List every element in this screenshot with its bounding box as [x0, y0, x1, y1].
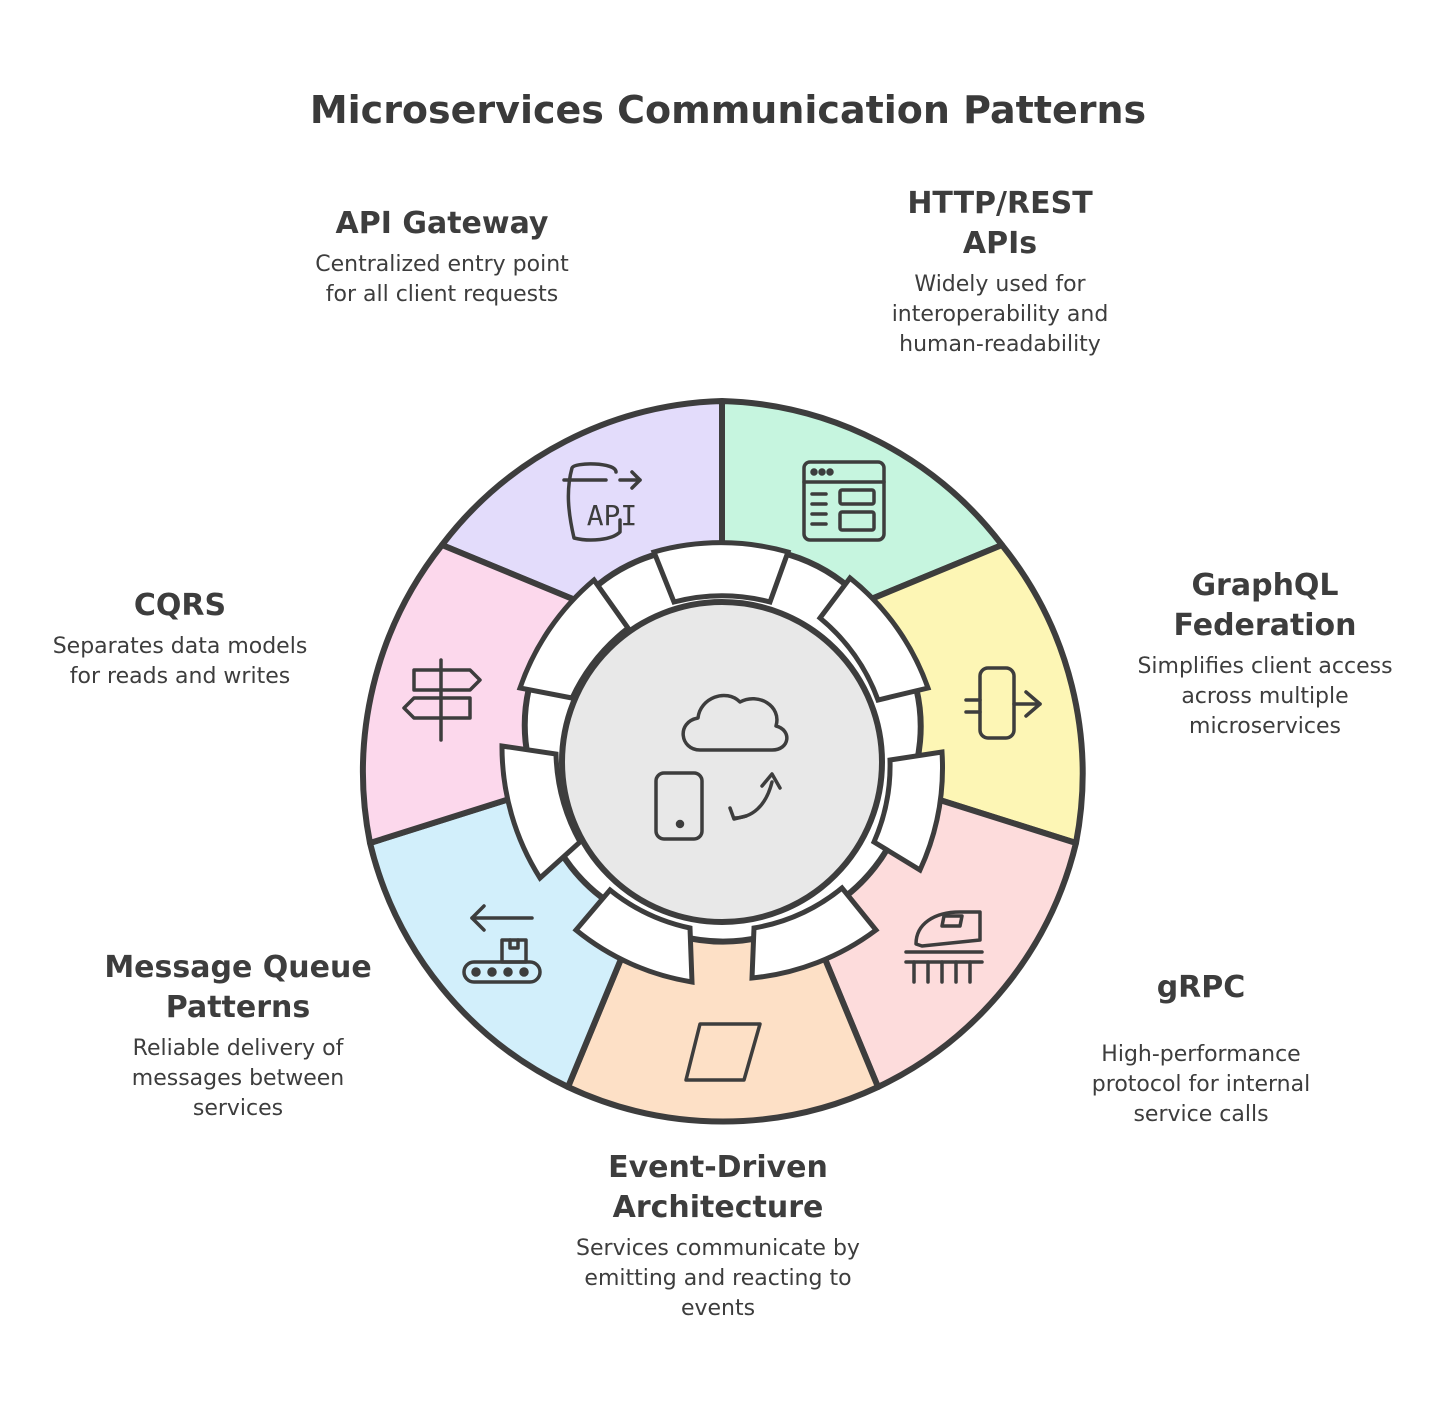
- grpc-description: High-performance protocol for internal s…: [1091, 1042, 1311, 1127]
- api-icon: API: [562, 462, 642, 542]
- page-title: Microservices Communication Patterns: [309, 88, 1147, 132]
- sync-arrows-icon: [728, 772, 782, 821]
- label-grpc: gRPC High-performance protocol for inter…: [1066, 968, 1336, 1130]
- event-driven-description: Services communicate by emitting and rea…: [576, 1236, 860, 1321]
- http-rest-description: Widely used for interoperability and hum…: [891, 272, 1109, 357]
- cloud-icon: [681, 693, 789, 752]
- message-queue-heading: Message Queue Patterns: [104, 950, 372, 1025]
- train-icon: [904, 910, 984, 984]
- api-gateway-heading: API Gateway: [335, 206, 549, 241]
- label-message-queue: Message Queue Patterns Reliable delivery…: [90, 948, 386, 1124]
- http-rest-heading: HTTP/REST APIs: [907, 186, 1093, 261]
- merge-arrow-icon: [964, 666, 1042, 740]
- card-icon: [684, 1022, 762, 1082]
- svg-text:API: API: [587, 499, 638, 532]
- mobile-device-icon: [654, 771, 704, 841]
- label-cqrs: CQRS Separates data models for reads and…: [40, 586, 320, 692]
- label-http-rest: HTTP/REST APIs Widely used for interoper…: [866, 184, 1134, 360]
- cqrs-description: Separates data models for reads and writ…: [52, 634, 308, 689]
- browser-window-icon: [802, 460, 886, 542]
- conveyor-icon: [462, 904, 542, 984]
- cqrs-heading: CQRS: [133, 588, 227, 623]
- center-hub: [559, 599, 885, 925]
- graphql-heading: GraphQL Federation: [1173, 568, 1357, 643]
- message-queue-description: Reliable delivery of messages between se…: [131, 1036, 345, 1121]
- event-driven-heading: Event-Driven Architecture: [608, 1150, 828, 1225]
- signpost-icon: [402, 658, 482, 742]
- api-gateway-description: Centralized entry point for all client r…: [315, 252, 569, 307]
- inner-ring: [499, 540, 945, 985]
- label-graphql: GraphQL Federation Simplifies client acc…: [1118, 566, 1412, 742]
- label-event-driven: Event-Driven Architecture Services commu…: [572, 1148, 864, 1324]
- label-api-gateway: API Gateway Centralized entry point for …: [300, 204, 584, 310]
- grpc-heading: gRPC: [1156, 970, 1246, 1005]
- graphql-description: Simplifies client access across multiple…: [1137, 654, 1393, 739]
